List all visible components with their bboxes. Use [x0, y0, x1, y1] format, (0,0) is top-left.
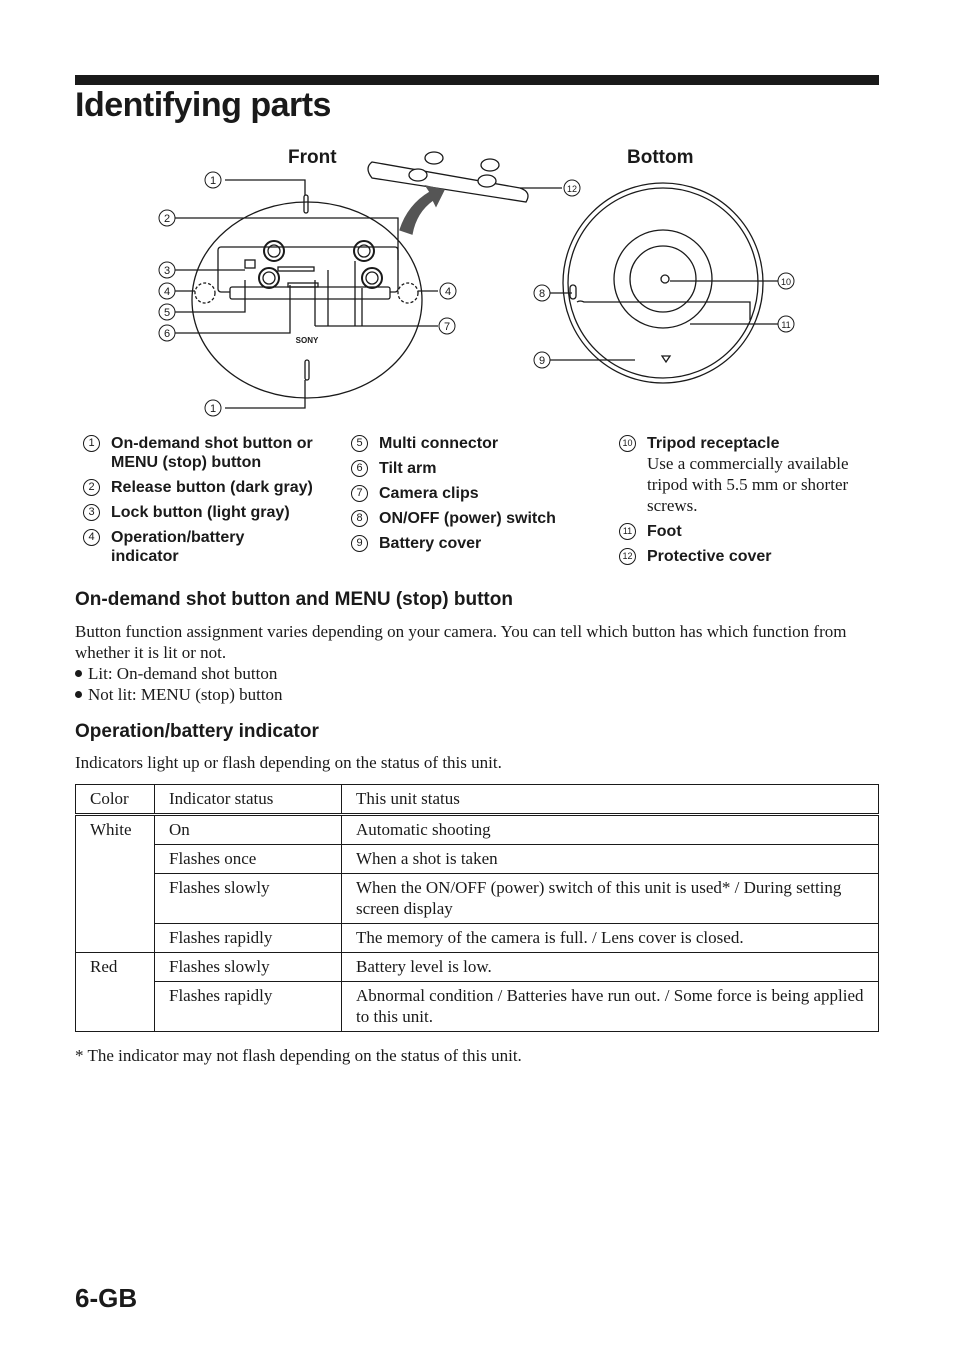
table-row: Flashes slowly When the ON/OFF (power) s…	[76, 873, 879, 924]
bottom-label: Bottom	[627, 147, 694, 168]
table-cell: Flashes rapidly	[154, 923, 342, 953]
table-cell: Abnormal condition / Batteries have run …	[341, 981, 879, 1032]
camera-clip	[353, 240, 375, 262]
table-cell: On	[154, 814, 342, 845]
front-body-outline	[191, 201, 423, 399]
table-cell-color: White	[75, 814, 155, 953]
svg-text:5: 5	[164, 307, 170, 319]
section-body: Button function assignment varies depend…	[75, 622, 847, 662]
power-switch	[569, 284, 577, 300]
camera-clip	[361, 267, 383, 289]
table-cell: Flashes slowly	[154, 873, 342, 924]
table-cell: Battery level is low.	[341, 952, 879, 982]
brand-mark: SONY	[296, 336, 319, 345]
footnote: * The indicator may not flash depending …	[75, 1046, 522, 1065]
table-cell-color: Red	[75, 952, 155, 1032]
list-item: Lit: On-demand shot button	[75, 663, 277, 684]
table-cell: Flashes once	[154, 844, 342, 874]
indicator-right	[397, 282, 419, 304]
svg-text:1: 1	[210, 175, 216, 187]
table-cell: When the ON/OFF (power) switch of this u…	[341, 873, 879, 924]
shot-button-bottom	[304, 359, 310, 381]
indicator-table: Color Indicator status This unit status …	[75, 784, 879, 1032]
svg-text:12: 12	[567, 184, 577, 194]
section-body: Indicators light up or flash depending o…	[75, 753, 502, 772]
camera-clip	[263, 240, 285, 262]
lock-button	[244, 259, 256, 269]
svg-text:11: 11	[781, 320, 790, 330]
camera-clip	[258, 267, 280, 289]
svg-text:6: 6	[164, 328, 170, 340]
table-row: Red Flashes slowly Battery level is low.	[75, 952, 879, 1032]
table-row: White On Automatic shooting	[75, 814, 879, 953]
svg-text:4: 4	[164, 286, 170, 298]
svg-text:8: 8	[539, 288, 545, 300]
svg-text:7: 7	[444, 321, 450, 333]
bottom-body-outline	[562, 182, 764, 384]
foot-ring	[613, 229, 713, 329]
protective-cover	[367, 161, 529, 203]
battery-cover-mark	[660, 355, 672, 364]
attach-arrow	[399, 185, 445, 235]
svg-text:2: 2	[164, 213, 170, 225]
table-cell: Flashes rapidly	[154, 981, 342, 1032]
table-header-cell: Indicator status	[154, 784, 342, 816]
section-heading: On-demand shot button and MENU (stop) bu…	[75, 589, 513, 610]
page-number: 6-GB	[75, 1283, 138, 1313]
list-item: Not lit: MENU (stop) button	[75, 684, 283, 705]
table-cell: Flashes slowly	[154, 952, 342, 982]
parts-diagram: 1 2 3 4 5 6 1 4 7 8 9 12 10 11 SONY	[158, 151, 795, 417]
shot-button-top	[303, 194, 309, 214]
table-header-row: Color Indicator status This unit status	[75, 784, 879, 816]
svg-text:10: 10	[781, 277, 791, 287]
section-heading: Operation/battery indicator	[75, 721, 319, 742]
svg-text:1: 1	[210, 403, 216, 415]
tripod-receptacle	[660, 274, 670, 284]
svg-text:3: 3	[164, 265, 170, 277]
table-cell: Automatic shooting	[341, 814, 879, 845]
page-title: Identifying parts	[75, 86, 331, 124]
svg-text:4: 4	[445, 286, 451, 298]
svg-text:9: 9	[539, 355, 545, 367]
indicator-left	[194, 282, 216, 304]
table-header-cell: This unit status	[341, 784, 879, 816]
title-rule	[75, 75, 879, 85]
table-row: Flashes rapidly Abnormal condition / Bat…	[76, 981, 879, 1032]
table-row: Flashes once When a shot is taken	[76, 844, 879, 874]
table-cell: The memory of the camera is full. / Lens…	[341, 923, 879, 953]
table-row: Flashes rapidly The memory of the camera…	[76, 923, 879, 953]
front-label: Front	[288, 147, 337, 168]
table-cell: When a shot is taken	[341, 844, 879, 874]
table-header-cell: Color	[75, 784, 155, 816]
multi-connector	[277, 266, 315, 272]
